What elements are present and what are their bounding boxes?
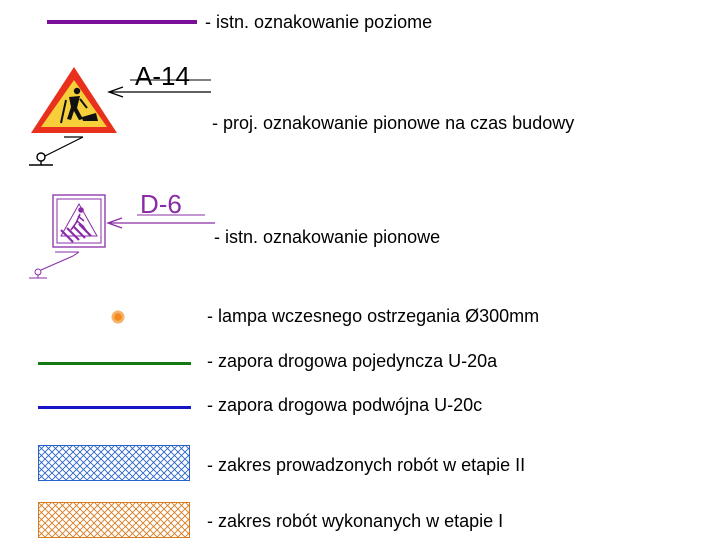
- blue-line-symbol: [38, 406, 191, 409]
- sign-code-d6: D-6: [140, 189, 182, 219]
- green-line-symbol: [38, 362, 191, 365]
- orange-crosshatch-area-symbol: [38, 502, 190, 538]
- legend-item-temporary-vertical-sign: A-14 - proj. oznakowanie pionowe na czas…: [0, 55, 715, 170]
- legend-item-existing-vertical-sign: D-6 - istn. oznakowanie pionowe: [0, 190, 715, 285]
- sign-code-a14: A-14: [135, 61, 190, 91]
- legend-item-single-barrier: - zapora drogowa pojedyncza U-20a: [0, 345, 715, 375]
- legend-text-works-stage-1: - zakres robót wykonanych w etapie I: [207, 511, 504, 531]
- legend-item-warning-lamp: - lampa wczesnego ostrzegania Ø300mm: [0, 300, 715, 330]
- legend-item-existing-horizontal-marking: - istn. oznakowanie poziome: [0, 0, 715, 45]
- legend-item-double-barrier: - zapora drogowa podwójna U-20c: [0, 393, 715, 423]
- legend-text-works-stage-2: - zakres prowadzonych robót w etapie II: [207, 455, 526, 475]
- legend-text-warning-lamp: - lampa wczesnego ostrzegania Ø300mm: [207, 306, 540, 326]
- purple-line-symbol: [47, 20, 197, 24]
- legend-text-temporary-vertical-sign: - proj. oznakowanie pionowe na czas budo…: [212, 113, 575, 133]
- legend-item-works-stage-1: - zakres robót wykonanych w etapie I: [0, 502, 715, 542]
- pedestrian-crossing-sign-icon: [29, 194, 215, 279]
- legend-text-double-barrier: - zapora drogowa podwójna U-20c: [207, 395, 483, 415]
- legend-item-works-stage-2: - zakres prowadzonych robót w etapie II: [0, 445, 715, 485]
- blue-crosshatch-area-symbol: [38, 445, 190, 481]
- roadworks-warning-sign-icon: [29, 67, 211, 166]
- legend-text-existing-vertical-sign: - istn. oznakowanie pionowe: [214, 227, 441, 247]
- warning-lamp-icon: [111, 310, 125, 324]
- legend-text-single-barrier: - zapora drogowa pojedyncza U-20a: [207, 351, 498, 371]
- legend-text-existing-horizontal-marking: - istn. oznakowanie poziome: [205, 12, 433, 32]
